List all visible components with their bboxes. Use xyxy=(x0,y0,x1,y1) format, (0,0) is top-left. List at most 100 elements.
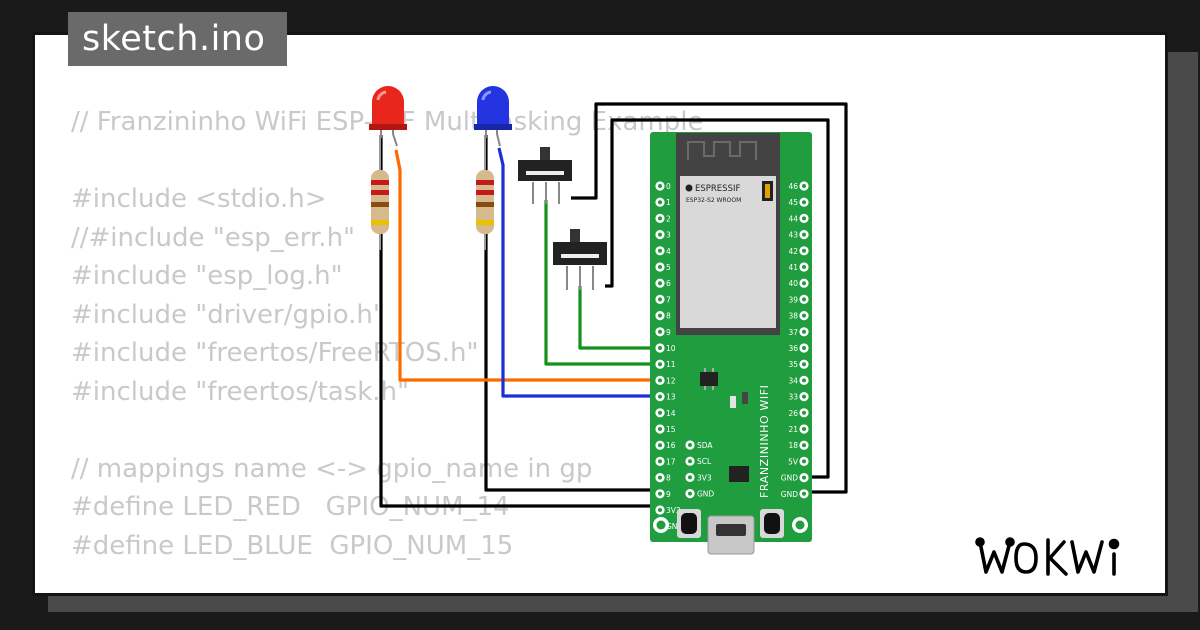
preview-card: // Franzininho WiFi ESP-IDF Multitasking… xyxy=(32,32,1168,596)
pin-hole xyxy=(658,248,662,253)
pin-label: 40 xyxy=(788,279,798,288)
led-highlight xyxy=(481,90,492,101)
pin-hole xyxy=(658,281,662,286)
switch-knob[interactable] xyxy=(540,147,550,161)
resistor-band xyxy=(476,190,494,195)
code-line: #include "freertos/task.h" xyxy=(71,376,409,407)
resistor-band xyxy=(476,202,494,207)
wire-black-red-led-gnd[interactable] xyxy=(379,135,660,508)
led-red[interactable] xyxy=(369,86,407,147)
file-tab[interactable]: sketch.ino xyxy=(68,12,288,66)
pin-label: 14 xyxy=(666,409,676,418)
pin-label: 39 xyxy=(788,295,798,304)
pin-hole xyxy=(658,313,662,318)
code-line: #define LED_BLUE GPIO_NUM_15 xyxy=(71,530,514,561)
smd-component xyxy=(730,396,736,408)
mounting-hole-inner xyxy=(656,520,666,530)
button-cap xyxy=(764,513,780,534)
pin-label: 9 xyxy=(666,328,671,337)
pin-hole xyxy=(688,475,692,480)
usb-port-icon xyxy=(716,524,746,536)
code-line: #include "esp_log.h" xyxy=(71,261,343,291)
pin-hole xyxy=(802,297,806,302)
wire-green-gpio13[interactable] xyxy=(544,200,660,366)
pin-label: 15 xyxy=(666,425,676,434)
pin-hole xyxy=(688,459,692,464)
pin-label: 10 xyxy=(666,344,676,353)
pin-label: 34 xyxy=(788,376,798,385)
code-line: #include "freertos/FreeRTOS.h" xyxy=(71,338,479,368)
led-blue[interactable] xyxy=(474,86,512,147)
pin-hole xyxy=(802,394,806,399)
resistor-band xyxy=(371,180,389,185)
slide-switch-1[interactable] xyxy=(518,147,572,204)
mounting-hole-inner xyxy=(795,520,805,530)
espressif-logo-icon xyxy=(685,184,693,192)
ic-chip xyxy=(700,372,718,386)
wokwi-logo xyxy=(975,537,1120,576)
pin-label: 3V3 xyxy=(697,473,712,482)
pin-label: GND xyxy=(781,490,798,499)
pin-label: 21 xyxy=(788,425,798,434)
pin-hole xyxy=(658,394,662,399)
pin-label: 5V xyxy=(788,457,799,466)
chip-lead xyxy=(704,368,706,372)
module-brand: ESPRESSIF xyxy=(695,184,740,194)
pin-hole xyxy=(802,313,806,318)
pin-hole xyxy=(658,216,662,221)
pin-hole xyxy=(658,346,662,350)
resistor-red[interactable] xyxy=(371,135,389,250)
pin-hole xyxy=(688,491,692,496)
pin-hole xyxy=(688,443,692,447)
pin-hole xyxy=(802,184,806,188)
pin-hole xyxy=(802,281,806,286)
wire-black-switch1-gnd[interactable] xyxy=(571,102,848,494)
slide-switch-2[interactable] xyxy=(553,229,607,290)
pin-label: GND xyxy=(666,522,683,531)
antenna-trace-icon xyxy=(687,141,757,160)
switch-knob[interactable] xyxy=(570,229,580,243)
pin-label: 45 xyxy=(788,198,798,207)
resistor-band xyxy=(371,190,389,195)
pin-label: 43 xyxy=(788,231,798,240)
pin-hole xyxy=(802,200,806,205)
wire-black-blue-led-gnd[interactable] xyxy=(484,135,660,492)
pin-label: 41 xyxy=(788,263,798,272)
pin-label: 17 xyxy=(666,457,676,466)
resistor-band xyxy=(476,220,494,225)
module-led xyxy=(765,184,770,198)
pin-label: 8 xyxy=(666,312,671,321)
pin-hole xyxy=(802,362,806,367)
wire-orange-gpio14[interactable] xyxy=(394,149,660,382)
wire-green-gpio12[interactable] xyxy=(578,286,660,350)
chip-lead xyxy=(712,386,714,390)
pin-label: GND xyxy=(781,474,798,483)
pin-hole xyxy=(802,475,806,480)
franzininho-board[interactable]: ESPRESSIF ESP32-S2 WROOM 012345678910111… xyxy=(650,132,812,555)
pin-hole xyxy=(802,410,806,415)
pin-label: 18 xyxy=(788,441,798,450)
pin-label: 0 xyxy=(666,182,671,191)
led-rim xyxy=(369,124,407,130)
module-model: ESP32-S2 WROOM xyxy=(686,197,741,204)
pin-hole xyxy=(802,491,806,496)
pin-label: 9 xyxy=(666,490,671,499)
right-pin-header: 46454443424140393837363534332621185VGNDG… xyxy=(781,181,809,499)
pin-label: 5 xyxy=(666,263,671,272)
wire-black-switch2-gnd[interactable] xyxy=(605,118,830,479)
wires xyxy=(379,102,848,508)
pin-label: 33 xyxy=(788,393,798,402)
resistor-band xyxy=(371,202,389,207)
pin-label: 3 xyxy=(666,231,671,240)
regulator-chip xyxy=(729,466,749,482)
pin-hole xyxy=(658,265,662,269)
resistor-blue[interactable] xyxy=(476,135,494,250)
switch-stripe xyxy=(526,171,564,175)
code-line: #include <stdio.h> xyxy=(71,184,327,214)
wire-blue-gpio15[interactable] xyxy=(497,147,660,398)
pin-hole xyxy=(658,443,662,448)
pin-label: 46 xyxy=(788,182,798,191)
